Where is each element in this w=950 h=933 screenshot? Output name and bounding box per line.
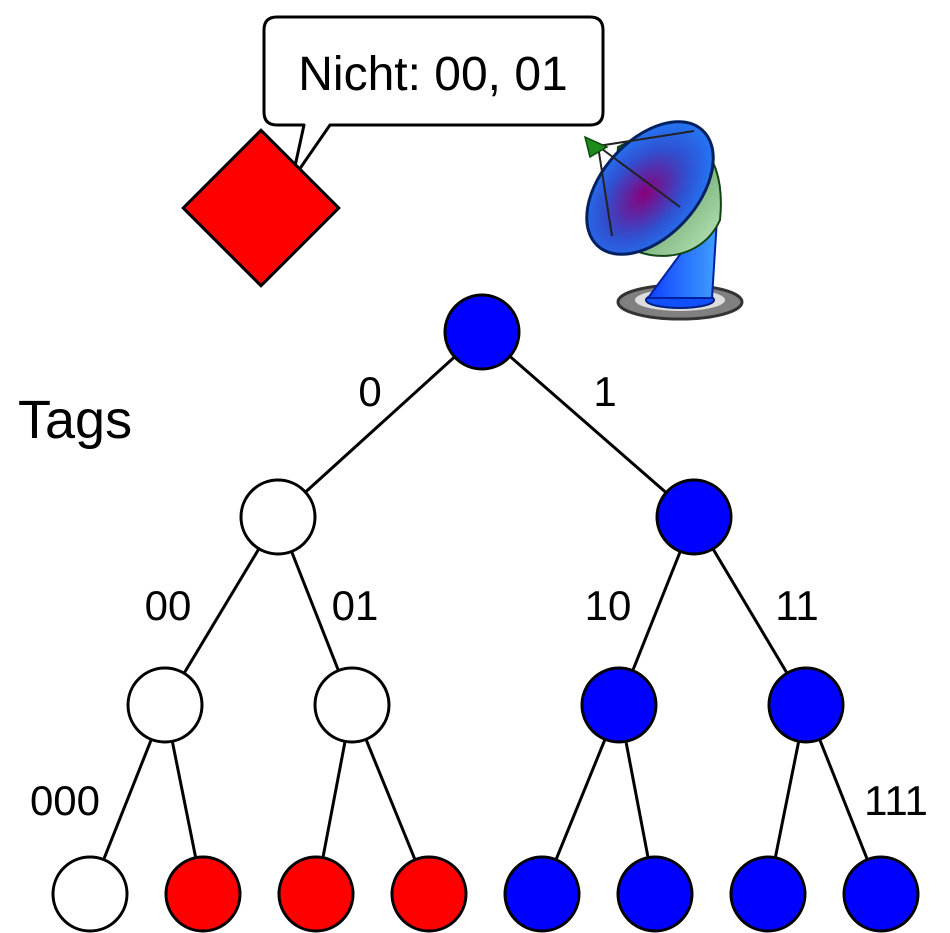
tree-node-level3-6 (729, 855, 807, 933)
tree-edge-0-0-0 (276, 330, 484, 519)
edge-label-00: 00 (145, 582, 192, 629)
tree-node-level2-3 (767, 666, 845, 744)
tree-node-level0-0 (443, 293, 521, 371)
red-diamond-tag (181, 128, 341, 288)
tree-node-level3-7 (842, 855, 920, 933)
tree-node-level3-5 (616, 855, 694, 933)
satellite-dish-icon (583, 120, 744, 321)
edge-label-000: 000 (30, 777, 100, 824)
tree-node-level2-0 (126, 666, 204, 744)
tree-node-level3-3 (390, 855, 468, 933)
speech-bubble: Nicht: 00, 01 (262, 15, 605, 182)
edge-label-0: 0 (358, 368, 381, 415)
tree-node-level1-0 (239, 478, 317, 556)
tree-node-level2-2 (580, 666, 658, 744)
edge-label-01: 01 (332, 582, 379, 629)
edge-label-111: 111 (864, 777, 928, 824)
tree-node-level3-0 (51, 855, 129, 933)
tree-nodes (51, 293, 920, 933)
tree-node-level3-1 (164, 855, 242, 933)
tree-node-level2-1 (313, 666, 391, 744)
tree-edge-0-0-1 (481, 330, 695, 519)
edge-label-10: 10 (585, 582, 632, 629)
speech-bubble-text: Nicht: 00, 01 (298, 48, 567, 101)
edge-label-11: 11 (775, 582, 819, 629)
tree-node-level1-1 (655, 478, 733, 556)
edge-label-1: 1 (593, 368, 616, 415)
tree-node-level3-4 (503, 855, 581, 933)
tree-node-level3-2 (277, 855, 355, 933)
tree-edges (88, 330, 883, 895)
tags-label: Tags (18, 390, 132, 450)
